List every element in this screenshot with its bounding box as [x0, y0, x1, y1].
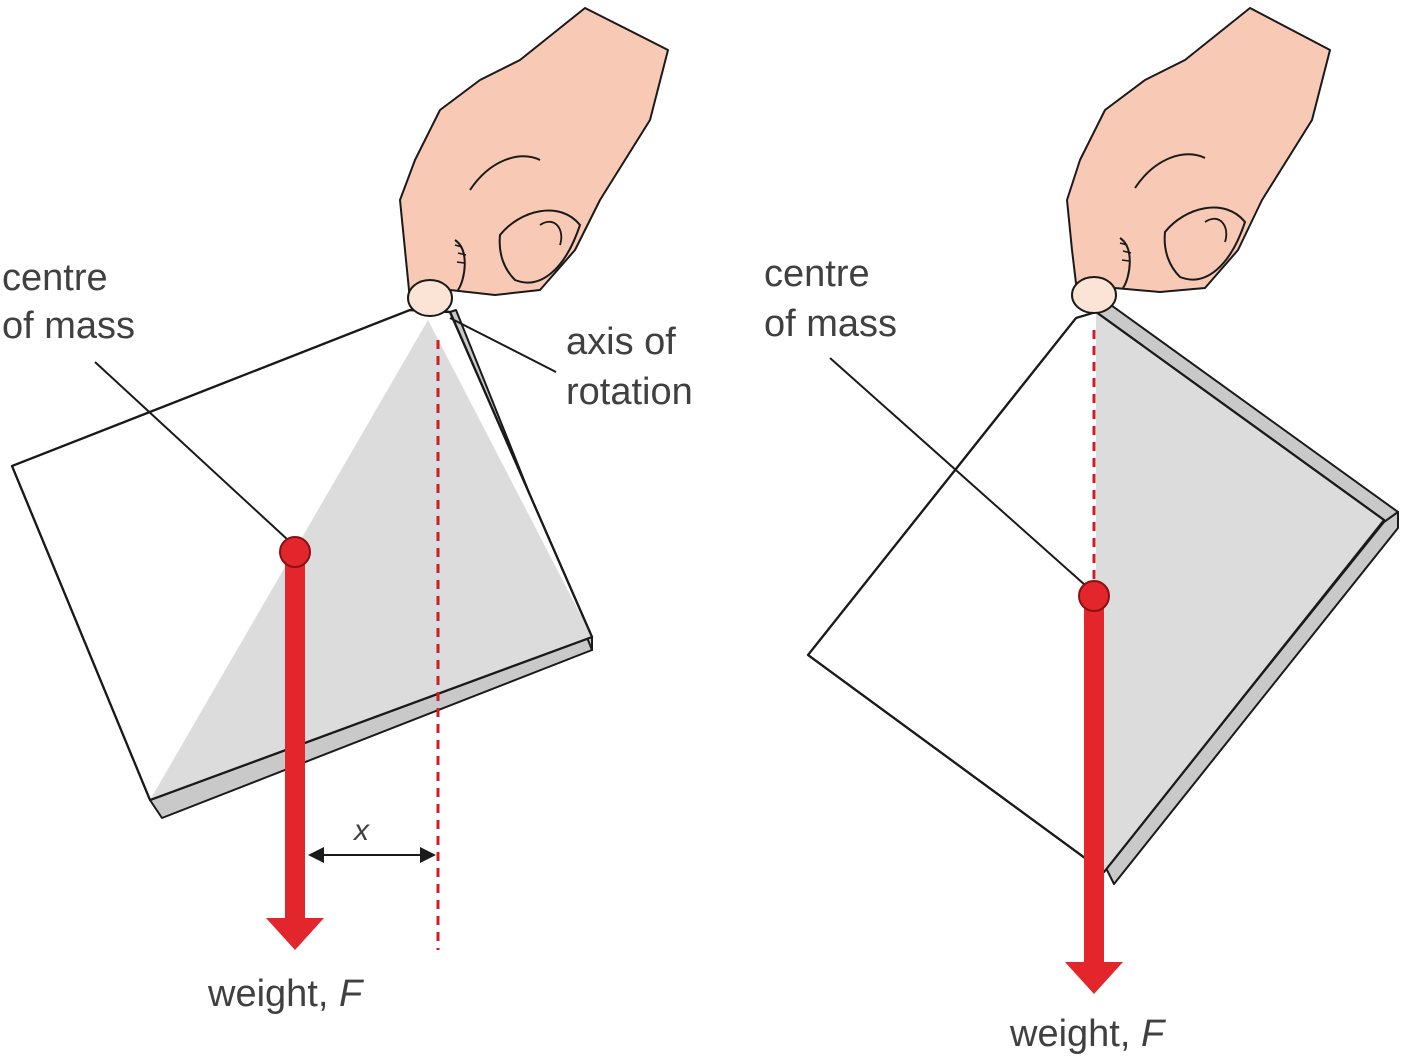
right-hand-illustration	[1066, 7, 1331, 314]
left-weight-arrow-shaft	[285, 552, 305, 922]
left-centre-leader-line	[94, 361, 289, 541]
right-centre-label-line2: of mass	[764, 303, 897, 345]
right-centre-label-line1: centre	[764, 253, 870, 295]
x-distance-label: x	[352, 814, 370, 847]
right-weight-arrow-head	[1065, 962, 1123, 994]
left-centre-label-line2: of mass	[2, 305, 135, 347]
right-centre-leader-line	[829, 357, 1086, 586]
right-card-shaded-half	[1096, 312, 1384, 872]
left-x-distance-arrow	[308, 847, 436, 863]
left-centre-of-mass-dot	[279, 536, 311, 568]
right-figure: centre of mass weight, F	[764, 7, 1399, 1055]
left-axis-leader-line	[449, 317, 557, 373]
left-card-shaded-half	[150, 320, 592, 800]
right-weight-arrow-shaft	[1084, 596, 1104, 966]
left-centre-label-line1: centre	[2, 257, 108, 299]
right-centre-of-mass-dot	[1078, 580, 1110, 612]
left-weight-label-var: F	[339, 973, 364, 1015]
left-figure: centre of mass axis of rotation x weight…	[2, 7, 693, 1015]
left-hand-illustration	[399, 7, 669, 317]
right-weight-label-var: F	[1141, 1013, 1166, 1055]
left-weight-arrow-head	[266, 918, 324, 950]
left-weight-label-text: weight,	[207, 973, 339, 1015]
left-weight-label: weight, F	[207, 973, 364, 1015]
right-weight-label-text: weight,	[1009, 1013, 1141, 1055]
right-weight-label: weight, F	[1009, 1013, 1166, 1055]
axis-label-line1: axis of	[566, 321, 676, 363]
axis-label-line2: rotation	[566, 371, 693, 413]
